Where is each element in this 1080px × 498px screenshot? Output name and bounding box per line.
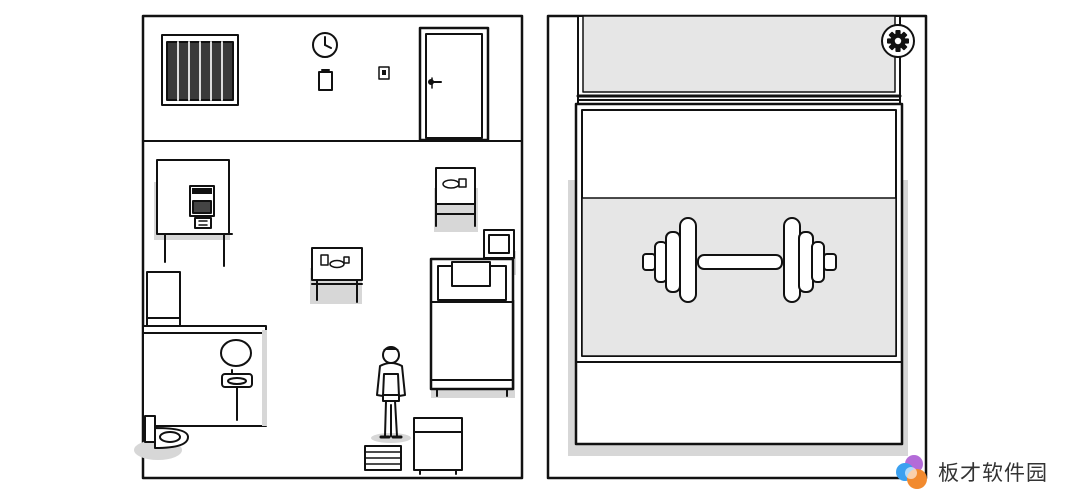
fridge[interactable]: [146, 271, 181, 329]
watermark-logo-icon: [896, 455, 927, 489]
wall-clock[interactable]: [312, 32, 338, 58]
center-table[interactable]: [310, 247, 363, 304]
wooden-crate[interactable]: [364, 445, 402, 471]
player-character[interactable]: [371, 346, 411, 444]
barred-window[interactable]: [161, 34, 239, 106]
watermark: 板才软件园: [892, 452, 1072, 492]
gear-icon[interactable]: [881, 24, 915, 58]
bathroom-sink[interactable]: [220, 339, 253, 421]
watermark-text: 板才软件园: [938, 461, 1048, 485]
toilet[interactable]: [134, 415, 189, 460]
kitchen-counter[interactable]: [154, 159, 233, 267]
light-switch[interactable]: [378, 66, 390, 80]
storage-box[interactable]: [413, 417, 463, 475]
bathroom-area: [142, 325, 267, 427]
microwave[interactable]: [189, 185, 215, 229]
dumbbell-icon[interactable]: [642, 217, 837, 303]
room-panel: [134, 14, 524, 480]
bed[interactable]: [429, 257, 515, 398]
wall-note[interactable]: [318, 69, 333, 91]
room-door[interactable]: [418, 26, 490, 142]
inspect-panel: [546, 14, 928, 480]
nightstand[interactable]: [434, 167, 478, 232]
